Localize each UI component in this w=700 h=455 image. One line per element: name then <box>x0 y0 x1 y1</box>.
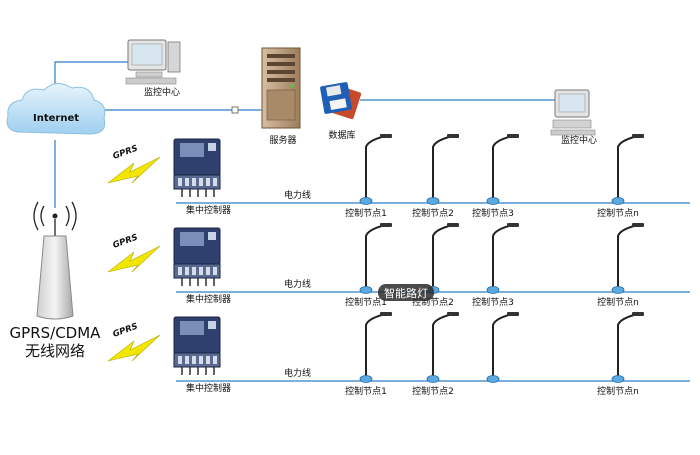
control-node-label: 控制节点n <box>597 296 639 308</box>
street-lamp <box>611 312 644 383</box>
internet-label: Internet <box>33 113 79 124</box>
link-db-monitor <box>360 99 557 112</box>
lightning-bolt-icon <box>107 334 161 362</box>
watermark-badge <box>378 284 434 301</box>
gprs-label: GPRS <box>112 233 140 251</box>
monitor-center-right <box>550 89 596 136</box>
signal-waves-icon <box>33 201 77 231</box>
power-line-label: 电力线 <box>284 367 311 379</box>
control-node-label: 控制节点2 <box>412 385 454 397</box>
control-node-label: 控制节点1 <box>345 296 387 308</box>
street-lamp <box>486 312 519 383</box>
server <box>261 47 301 129</box>
control-node-label: 控制节点3 <box>472 207 514 219</box>
street-lamp <box>486 134 519 205</box>
street-lamp-icon <box>617 136 635 199</box>
controller-label: 集中控制器 <box>186 293 231 305</box>
control-node-label: 控制节点1 <box>345 207 387 219</box>
watermark-text: 智能路灯 <box>384 286 428 300</box>
street-lamp <box>359 223 392 294</box>
tower-icon <box>36 235 74 320</box>
control-node-icon <box>611 197 625 205</box>
control-node-label: 控制节点n <box>597 207 639 219</box>
monitor-center-right-label: 监控中心 <box>561 134 597 146</box>
gprs-tower <box>33 201 77 320</box>
street-lamp <box>359 312 392 383</box>
control-node-icon <box>426 197 440 205</box>
control-node-icon <box>359 286 373 294</box>
street-lamp-icon <box>617 225 635 288</box>
database-label: 数据库 <box>328 129 355 141</box>
database <box>320 82 362 120</box>
control-node-icon <box>486 286 500 294</box>
control-node-icon <box>359 375 373 383</box>
antenna-tip <box>52 213 58 219</box>
power-line-label: 电力线 <box>284 189 311 201</box>
control-node-label: 控制节点n <box>597 385 639 397</box>
street-lamp-icon <box>492 225 510 288</box>
street-lamp <box>611 223 644 294</box>
street-lamp <box>426 223 459 294</box>
control-node-label: 控制节点2 <box>412 207 454 219</box>
link-junction <box>231 106 239 114</box>
control-node-icon <box>426 375 440 383</box>
street-lamp-icon <box>432 136 450 199</box>
street-lamp <box>426 312 459 383</box>
street-lamp <box>486 223 519 294</box>
network-label-line1: GPRS/CDMA <box>10 324 102 342</box>
network-label-line2: 无线网络 <box>25 342 85 360</box>
control-node-icon <box>486 197 500 205</box>
street-lamp <box>359 134 392 205</box>
street-lamp-icon <box>492 314 510 377</box>
street-lamp-icon <box>492 136 510 199</box>
street-lamp <box>611 134 644 205</box>
controller-label: 集中控制器 <box>186 204 231 216</box>
street-lamp <box>426 134 459 205</box>
street-lamp-icon <box>432 314 450 377</box>
gprs-label: GPRS <box>112 322 140 340</box>
concentrator-device <box>173 138 221 197</box>
street-lamp-icon <box>617 314 635 377</box>
server-label: 服务器 <box>269 134 296 146</box>
street-lamp-icon <box>432 225 450 288</box>
monitor-center-top <box>125 39 181 85</box>
concentrator-device <box>173 316 221 375</box>
control-node-icon <box>359 197 373 205</box>
street-lamp-icon <box>365 225 383 288</box>
monitor-center-top-label: 监控中心 <box>144 86 180 98</box>
power-line-label: 电力线 <box>284 278 311 290</box>
street-lamp-icon <box>365 314 383 377</box>
street-lamp-icon <box>365 136 383 199</box>
control-node-label: 控制节点3 <box>472 296 514 308</box>
control-node-label: 控制节点1 <box>345 385 387 397</box>
lightning-bolt-icon <box>107 245 161 273</box>
control-node-icon <box>611 375 625 383</box>
lightning-bolt-icon <box>107 156 161 184</box>
controller-label: 集中控制器 <box>186 382 231 394</box>
internet-cloud: Internet <box>6 83 106 135</box>
gprs-label: GPRS <box>112 144 140 162</box>
control-node-icon <box>486 375 500 383</box>
database-icon <box>320 82 362 120</box>
control-node-icon <box>611 286 625 294</box>
cloud-icon <box>6 83 106 135</box>
watermark: 智能路灯 <box>378 284 434 301</box>
concentrator-device <box>173 227 221 286</box>
